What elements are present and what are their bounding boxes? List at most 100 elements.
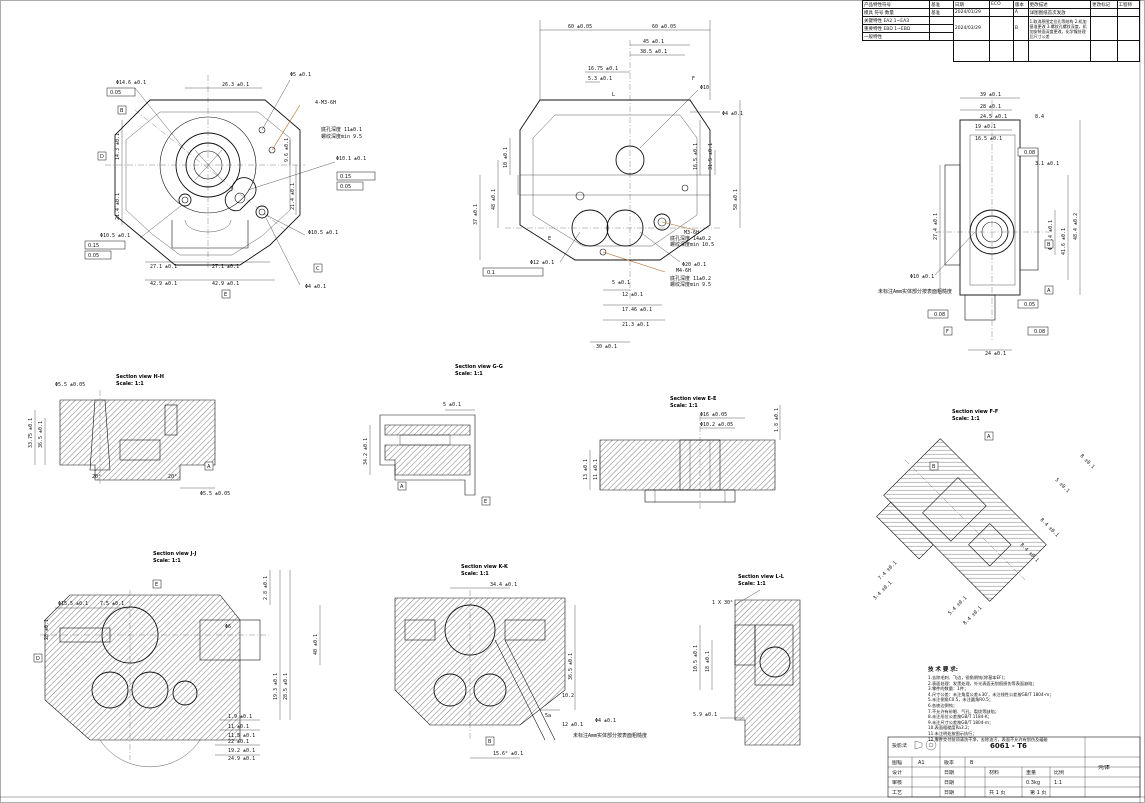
- rev-row-0-date: 2024/01/29: [952, 8, 991, 17]
- section-ff-scale: Scale: 1:1: [952, 416, 980, 422]
- section-ff-title: Section view F-F: [952, 409, 998, 415]
- section-gg-datum-e-label: E: [484, 499, 487, 505]
- side-fcf-4-value: 0.08: [1034, 329, 1045, 335]
- tb-date-1: 日期: [944, 780, 955, 786]
- side-dim-13: 24 ±0.1: [985, 351, 1006, 357]
- rev-header-7: 工程师: [1116, 0, 1141, 9]
- side-note: 未标注Amm实体部分按表面粗糙度: [878, 288, 952, 295]
- section-jj-datum-e: E: [152, 579, 162, 589]
- section-ff-dim-0: 8 ±0.1: [1079, 453, 1096, 470]
- front-dim-13: 27.1 ±0.1: [212, 264, 239, 270]
- section-ff-dim-7: 8.4 ±0.1: [962, 605, 983, 626]
- section-kk-view: [394, 587, 576, 759]
- tb-weight: 0.3kg: [1026, 780, 1041, 786]
- rev-row-0-eng: [1116, 8, 1141, 17]
- front-dim-1: Φ14.6 ±0.1: [116, 80, 146, 86]
- section-ff-dim-4: 7.4 ±0.1: [877, 560, 898, 581]
- rev-legend-0-base: 基准: [929, 8, 954, 17]
- top-dim-14: 17.46 ±0.1: [622, 307, 652, 313]
- rev-header-4: 版本: [1012, 0, 1029, 9]
- tech-req-item: 5.未注倒角C0.5，未注圆角R0.5；: [928, 697, 994, 703]
- rev-row-1-eng: [1116, 16, 1141, 41]
- section-kk-dim-0: 34.4 ±0.1: [490, 582, 517, 588]
- front-dim-12: 27.1 ±0.1: [150, 264, 177, 270]
- rev-legend-3: 一般特性: [861, 32, 931, 41]
- side-dim-7: 3.1 ±0.1: [1035, 161, 1059, 167]
- section-ee-dim-2: 1.8 ±0.1: [774, 408, 780, 432]
- section-kk-scale: Scale: 1:1: [461, 571, 489, 577]
- section-ff-dim-5: 3.4 ±0.1: [872, 580, 893, 601]
- front-dim-17: Φ4 ±0.1: [305, 284, 326, 290]
- side-datum-f-label: F: [946, 329, 949, 335]
- section-jj-title: Section view J-J: [153, 551, 196, 557]
- side-dim-3: 19 ±0.1: [975, 124, 996, 130]
- section-ee-title: Section view E-E: [670, 396, 717, 402]
- front-dim-4: Φ5 ±0.1: [290, 72, 311, 78]
- section-hh-datum-a: A: [204, 461, 214, 471]
- side-datum-b-label: B: [1047, 242, 1051, 248]
- top-note-1: 底孔深度 14±0.2: [670, 235, 711, 242]
- front-fcf-1: 0.05: [106, 87, 136, 97]
- front-dim-14: 42.9 ±0.1: [150, 281, 177, 287]
- section-jj-datum-d-label: D: [36, 656, 40, 662]
- top-dim-3: 38.5 ±0.1: [640, 49, 667, 55]
- top-dim-17: 5 ±0.1: [612, 280, 630, 286]
- side-datum-b: B: [1044, 239, 1054, 249]
- tb-row-0: 设计: [892, 770, 903, 776]
- section-ll-title: Section view L-L: [738, 574, 785, 580]
- tech-req-list: 1.去除毛刺、飞边，锐角倒钝(除基本EF)； 2.表面处理：发黑处理，外光表面无…: [928, 675, 1053, 742]
- side-datum-a-label: A: [1047, 288, 1051, 294]
- tb-version: B: [970, 760, 974, 766]
- side-dim-4: 16.5 ±0.1: [975, 136, 1002, 142]
- top-dim-22: 31.5 ±0.1: [708, 143, 714, 170]
- side-dim-2: 24.5 ±0.1: [980, 114, 1007, 120]
- rev-legend-2-base: [929, 24, 954, 33]
- section-hh-title: Section view H-H: [116, 374, 164, 380]
- section-gg-dim-0: 5 ±0.1: [443, 402, 461, 408]
- section-jj-dim-13: 40 ±0.1: [313, 634, 319, 655]
- section-jj-dim-5: 11 ±0.1: [228, 724, 249, 730]
- front-fcf-3-value: 0.05: [340, 184, 351, 190]
- front-view: [105, 75, 336, 286]
- top-dim-15: 21.3 ±0.1: [622, 322, 649, 328]
- front-note-2: 螺纹深度min 9.5: [321, 133, 362, 140]
- tb-version-label: 版本: [944, 760, 955, 766]
- top-dim-21: 16.5 ±0.1: [693, 143, 699, 170]
- top-dim-16: 30 ±0.1: [596, 344, 617, 350]
- top-dim-6: Φ10: [700, 85, 709, 91]
- top-dim-18: 37 ±0.1: [473, 204, 479, 225]
- tech-req-item: 1.去除毛刺、飞边，锐角倒钝(除基本EF)；: [928, 675, 1008, 680]
- tech-req-item: 4.尺寸公差：未注角度公差±30'，未注线性公差按GB/T 1804-m；: [928, 691, 1054, 697]
- front-datum-e: E: [221, 289, 231, 299]
- tb-date-2: 日期: [944, 790, 955, 796]
- section-jj-dim-6: 11.5 ±0.1: [228, 733, 255, 739]
- section-kk-datum-b-label: B: [488, 739, 492, 745]
- section-jj-view: [40, 570, 321, 767]
- rev-legend-0: 模具 符号 数量: [861, 8, 931, 17]
- top-dim-23: 58 ±0.1: [733, 189, 739, 210]
- section-kk-note: 未标注Amm实体部分按表面粗糙度: [573, 732, 647, 739]
- rev-legend-2: 重要特性 EBD 1~EBD: [861, 24, 931, 33]
- top-dim-0: 60 ±0.05: [568, 24, 592, 30]
- top-dim-13: 12 ±0.1: [622, 292, 643, 298]
- section-kk-title: Section view K-K: [461, 564, 509, 570]
- side-fcf-1: 0.08: [1017, 147, 1039, 157]
- front-fcf-1-value: 0.05: [110, 90, 121, 96]
- top-section-f: F: [692, 76, 695, 82]
- rev-row-1-date: 2024/03/29: [952, 16, 991, 41]
- front-datum-d: D: [97, 151, 107, 161]
- top-note-2: 螺纹深度min 10.5: [670, 241, 714, 248]
- section-ll-view: [699, 589, 801, 746]
- rev-row-0-ver: A: [1012, 8, 1029, 17]
- section-ee-dim-4: 11 ±0.1: [593, 459, 599, 480]
- section-kk-dim-5: 12 ±0.1: [562, 722, 583, 728]
- section-ee-dim-0: Φ16 ±0.05: [700, 412, 727, 418]
- tb-weight-label: 重量: [1026, 770, 1037, 776]
- front-datum-b: B: [117, 105, 127, 115]
- side-dim-5: 8.4: [1035, 114, 1044, 120]
- tech-req-item: 2.表面处理：发黑处理，外光表面无划痕损伤等表面缺陷；: [928, 680, 1037, 686]
- front-datum-c: C: [313, 263, 323, 273]
- tb-date-0: 日期: [944, 770, 955, 776]
- side-fcf-3: 0.08: [927, 309, 949, 319]
